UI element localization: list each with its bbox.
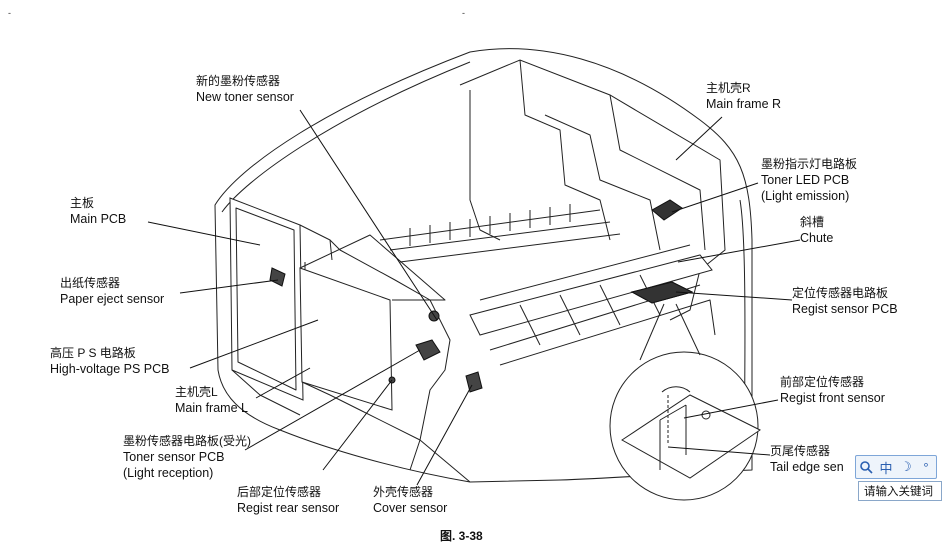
- label-en: Regist front sensor: [780, 391, 885, 405]
- label-zh: 主板: [70, 196, 95, 210]
- label-en: Paper eject sensor: [60, 292, 165, 306]
- label-main-pcb: 主板 Main PCB: [70, 195, 126, 227]
- label-en: Main frame R: [706, 97, 782, 111]
- ime-search-input[interactable]: 请输入关键词: [858, 481, 942, 501]
- label-regist-rear-sensor: 后部定位传感器 Regist rear sensor: [237, 484, 339, 516]
- punctuation-icon[interactable]: °: [923, 459, 929, 475]
- ime-button-bar: 中 ☽ °: [855, 455, 937, 479]
- label-regist-sensor-pcb: 定位传感器电路板 Regist sensor PCB: [792, 285, 898, 317]
- label-en: Main frame L: [175, 401, 248, 415]
- figure-caption: 图. 3-38: [440, 529, 483, 543]
- moon-icon[interactable]: ☽: [900, 459, 912, 474]
- label-zh: 主机壳R: [706, 81, 751, 95]
- label-en: High-voltage PS PCB: [50, 362, 170, 376]
- corner-mark-center: -: [462, 8, 465, 18]
- label-zh: 主机壳L: [175, 385, 218, 399]
- label-zh: 新的墨粉传感器: [196, 74, 281, 88]
- label-zh: 墨粉指示灯电路板: [761, 157, 858, 171]
- label-main-frame-r: 主机壳R Main frame R: [706, 80, 781, 112]
- search-icon[interactable]: [856, 456, 876, 478]
- label-zh: 出纸传感器: [60, 276, 121, 290]
- label-regist-front-sensor: 前部定位传感器 Regist front sensor: [780, 374, 885, 406]
- label-en: Cover sensor: [373, 501, 448, 515]
- label-zh: 墨粉传感器电路板(受光): [123, 434, 251, 448]
- label-en: Toner LED PCB: [761, 173, 850, 187]
- label-en: Chute: [800, 231, 834, 245]
- label-cover-sensor: 外壳传感器 Cover sensor: [373, 484, 447, 516]
- ime-mode-button[interactable]: 中: [879, 460, 893, 476]
- label-paper-eject-sensor: 出纸传感器 Paper eject sensor: [60, 275, 164, 307]
- label-high-voltage-ps-pcb: 高压 P S 电路板 High-voltage PS PCB: [50, 345, 170, 377]
- label-en: Regist sensor PCB: [792, 302, 898, 316]
- label-chute: 斜槽 Chute: [800, 214, 833, 246]
- label-zh: 后部定位传感器: [237, 485, 322, 499]
- label-tail-edge-sensor: 页尾传感器 Tail edge sen: [770, 443, 844, 475]
- label-en: Toner sensor PCB: [123, 450, 225, 464]
- label-toner-sensor-pcb: 墨粉传感器电路板(受光) Toner sensor PCB (Light rec…: [123, 433, 251, 481]
- label-zh: 页尾传感器: [770, 444, 831, 458]
- label-zh: 外壳传感器: [373, 485, 434, 499]
- label-en: Regist rear sensor: [237, 501, 340, 515]
- label-en-sub: (Light reception): [123, 466, 214, 480]
- label-new-toner-sensor: 新的墨粉传感器 New toner sensor: [196, 73, 294, 105]
- label-zh: 高压 P S 电路板: [50, 346, 136, 360]
- label-zh: 定位传感器电路板: [792, 286, 889, 300]
- label-zh: 斜槽: [800, 215, 825, 229]
- label-en: Main PCB: [70, 212, 127, 226]
- label-en-sub: (Light emission): [761, 189, 850, 203]
- corner-mark-left: -: [8, 8, 11, 18]
- label-toner-led-pcb: 墨粉指示灯电路板 Toner LED PCB (Light emission): [761, 156, 857, 204]
- label-main-frame-l: 主机壳L Main frame L: [175, 384, 248, 416]
- label-en: Tail edge sen: [770, 460, 844, 474]
- label-en: New toner sensor: [196, 90, 294, 104]
- ime-toolbar: 中 ☽ ° 请输入关键词: [855, 455, 945, 505]
- label-zh: 前部定位传感器: [780, 375, 865, 389]
